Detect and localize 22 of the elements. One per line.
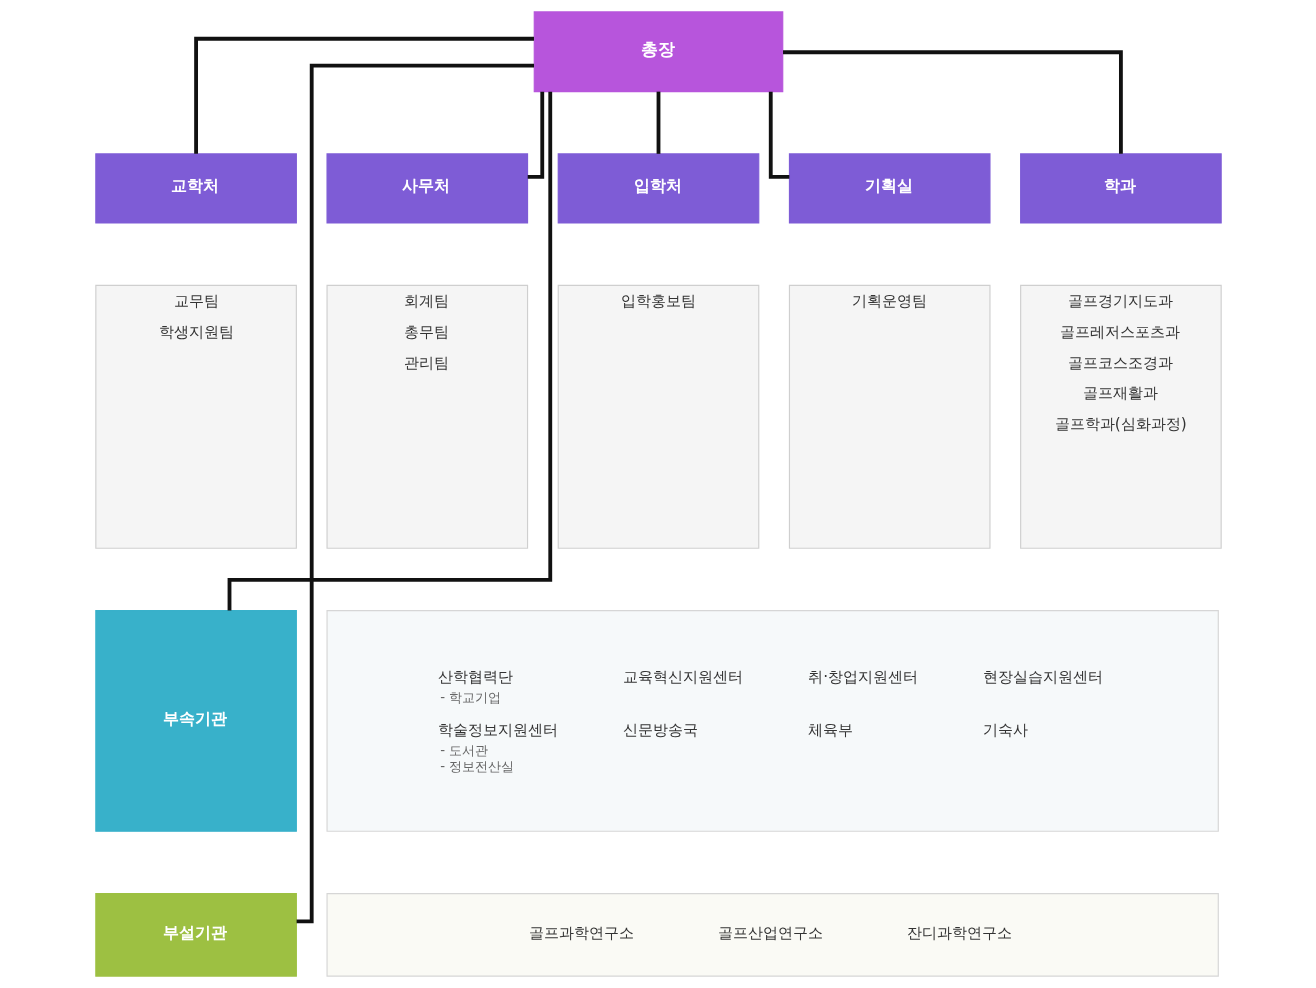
node-box: 입학처 [557,153,759,224]
node-box: 사무처 [325,153,528,224]
node-box: 총장 [533,11,783,93]
connector [527,91,544,179]
node-box: 회계팀 총무팀 관리팀 [325,284,528,549]
node-box: 입학홍보팀 [557,284,759,549]
connector [768,91,789,179]
node-box: 기획실 [788,153,991,224]
node-box: 골프경기지도과 골프레저스포츠과 골프코스조경과 골프재활과 골프학과(심화과정) [1019,284,1222,549]
node-box: 부속기관 [94,610,297,832]
node-box: 골프과학연구소 골프산업연구소 잔디과학연구소 [325,893,1219,977]
connector [193,36,534,154]
connector [782,50,1123,154]
node-box: 교학처 [94,153,297,224]
connector [656,91,660,154]
node-box: 산학협력단 교육혁신지원센터 취·창업지원센터 현장실습지원센터 - 학교기업 학술정보지원센터 신문방송국 체육부 기숙사 - 도서관 - 정보전산실 [325,610,1219,832]
connector [227,91,552,611]
connector [296,63,534,924]
node-box: 학과 [1019,153,1222,224]
node-box: 교무팀 학생지원팀 [94,284,297,549]
node-box: 기획운영팀 [788,284,991,549]
node-box: 부설기관 [94,893,297,977]
